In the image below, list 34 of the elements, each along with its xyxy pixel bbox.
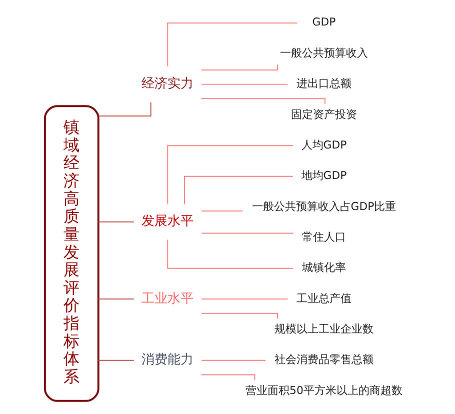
node-text: 工业水平 xyxy=(141,291,194,306)
connector xyxy=(97,360,134,361)
connector xyxy=(183,176,293,204)
connector xyxy=(200,312,278,320)
node-text: 城镇化率 xyxy=(301,261,346,274)
node-text: 营业面积50平方米以上的商超数 xyxy=(245,384,402,397)
connector xyxy=(97,298,134,300)
connector xyxy=(200,84,288,85)
node-text: GDP xyxy=(312,16,336,29)
node-text: 发展水平 xyxy=(141,214,194,230)
connector xyxy=(97,102,151,116)
node-text: 社会消费品零售总额 xyxy=(274,353,373,366)
node-text: 地均GDP xyxy=(300,169,346,182)
connector xyxy=(200,360,266,361)
connector xyxy=(166,22,298,67)
connector xyxy=(166,239,294,269)
node-text: 人均GDP xyxy=(300,138,346,152)
node-text: 规模以上工业企业数 xyxy=(274,322,373,336)
connector xyxy=(166,145,294,204)
node-text: 经济实力 xyxy=(141,76,194,92)
node-box: 镇域经济高质量发展评价指标体系 xyxy=(43,105,99,402)
node-text: 常住人口 xyxy=(301,230,346,244)
connector xyxy=(200,64,278,70)
node-text: 工业总产值 xyxy=(296,292,351,305)
connector xyxy=(200,374,255,380)
node-text: 进出口总额 xyxy=(296,77,351,90)
connector xyxy=(200,232,294,234)
connector xyxy=(200,298,288,300)
connector xyxy=(200,210,243,212)
node-text: 一般公共预算收入占GDP比重 xyxy=(251,200,396,213)
node-text: 消费能力 xyxy=(141,352,194,368)
connector xyxy=(97,221,134,222)
node-text: 一般公共预算收入 xyxy=(279,46,368,60)
node-text: 固定资产投资 xyxy=(290,108,356,121)
